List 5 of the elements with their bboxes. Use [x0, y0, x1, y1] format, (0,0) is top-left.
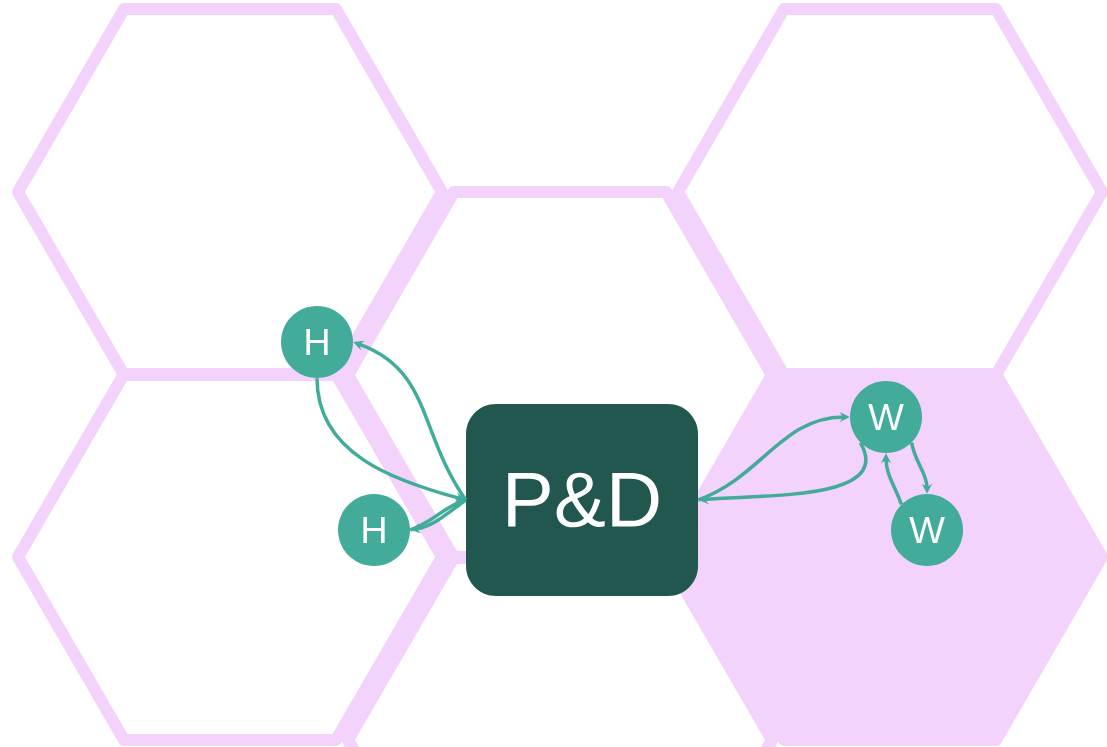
- circle-node: H: [281, 306, 353, 378]
- circle-node: W: [850, 381, 922, 453]
- circle-node: H: [338, 494, 410, 566]
- circle-node: W: [891, 494, 963, 566]
- rounded-box: P&D: [466, 404, 698, 596]
